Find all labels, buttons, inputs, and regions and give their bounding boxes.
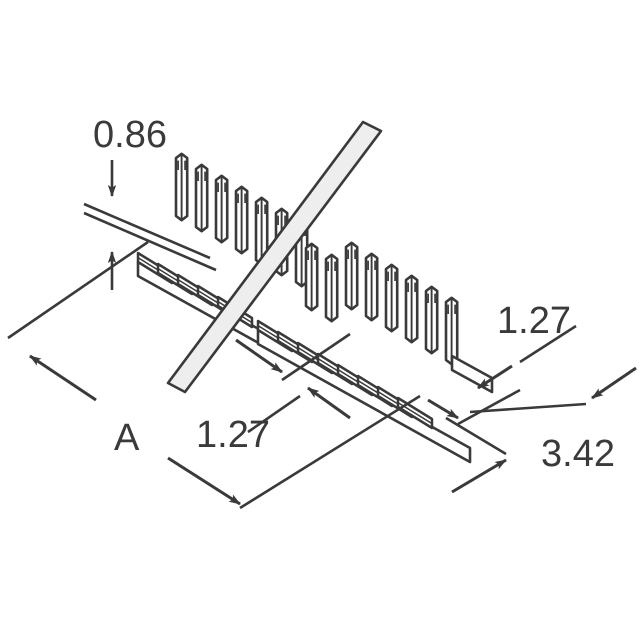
connector-assembly (136, 120, 494, 464)
extension-line-lower (83, 211, 217, 272)
extension-line-upper (83, 202, 211, 260)
dimension-label-row-pitch: 1.27 (497, 300, 571, 342)
dimension-contact-pitch: 1.27 (196, 332, 351, 456)
dimension-label-a: A (114, 417, 140, 459)
dimension-label-pitch: 1.27 (196, 414, 270, 456)
rowpitch-arrow-b (591, 366, 637, 400)
dimension-overall-length-a: A (7, 240, 421, 510)
pitch-arrow-b (307, 386, 351, 420)
dimension-label-3-42: 3.42 (541, 433, 615, 475)
rowpitch-arrow-a (477, 364, 513, 390)
a-extension-lower (239, 394, 421, 510)
pitch-arrow-a (235, 338, 283, 374)
dimension-label-0-86: 0.86 (93, 114, 167, 156)
width-arrow-a (427, 398, 459, 420)
width-arrow-b (451, 458, 507, 494)
dimension-pin-height: 0.86 (83, 114, 217, 290)
break-line-band (166, 120, 383, 394)
a-extension-upper (7, 240, 149, 340)
dimension-body-width: 3.42 (427, 388, 615, 494)
a-arrow-upper (29, 354, 97, 402)
a-arrow-lower (167, 456, 241, 506)
dimension-row-pitch: 1.27 (469, 300, 637, 414)
